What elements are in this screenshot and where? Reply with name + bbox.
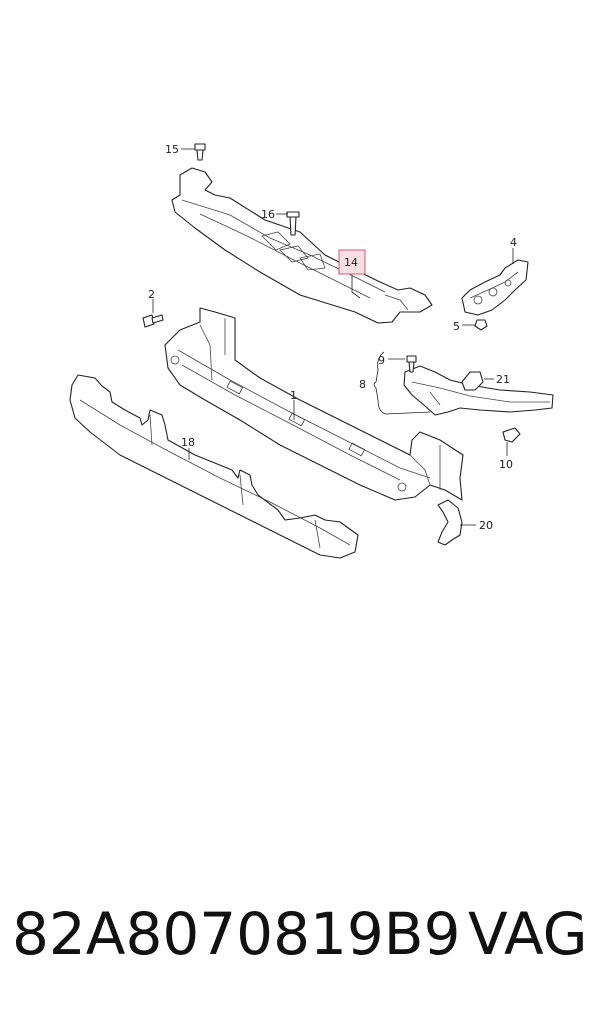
part-1-bumper-beam	[164, 307, 464, 501]
brand-text: VAG	[468, 900, 588, 968]
callout-1: 1	[290, 389, 297, 402]
part-14-upper-cover	[171, 167, 433, 324]
leader-lines	[152, 148, 514, 526]
callout-21: 21	[496, 373, 510, 386]
part-21-clip	[461, 371, 484, 391]
callout-2: 2	[148, 288, 155, 301]
callout-8: 8	[359, 378, 366, 391]
callout-15: 15	[165, 143, 179, 156]
part-8-bracket-assembly	[403, 365, 554, 416]
part-16-screw	[286, 211, 300, 236]
callout-14: 14	[344, 256, 358, 269]
part-15-clip	[194, 143, 206, 161]
part-20-bracket	[437, 499, 463, 546]
callout-16: 16	[261, 208, 275, 221]
part-10-clip	[502, 427, 521, 443]
callout-18: 18	[181, 436, 195, 449]
callout-10: 10	[499, 458, 513, 471]
callout-4: 4	[510, 236, 517, 249]
callout-20: 20	[479, 519, 493, 532]
part-number-text: 82A8070819B9	[12, 900, 461, 968]
part-5-nut	[474, 319, 488, 331]
part-9-screw	[406, 355, 417, 373]
highlight-box-14	[338, 249, 366, 275]
exploded-parts-diagram: 15 16 14 4 2 5 9 8 21 1 18 10 20	[69, 143, 554, 559]
part-2-bolt	[142, 314, 164, 328]
part-4-bracket	[461, 259, 529, 316]
callout-9: 9	[378, 354, 385, 367]
callout-5: 5	[453, 320, 460, 333]
part-18-energy-absorber	[69, 374, 359, 559]
